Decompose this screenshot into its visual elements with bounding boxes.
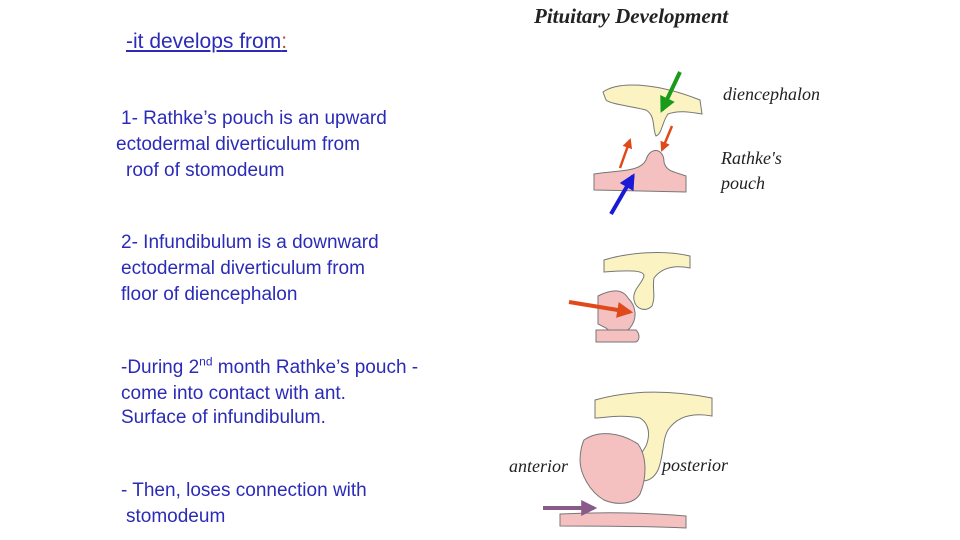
label-diencephalon: diencephalon xyxy=(723,84,820,104)
point-2-line-3: floor of diencephalon xyxy=(121,284,298,305)
point-3-line-1: -During 2nd month Rathke’s pouch - xyxy=(121,355,418,381)
stage-2 xyxy=(568,252,691,343)
label-anterior: anterior xyxy=(509,456,569,476)
stomodeum-roof-1 xyxy=(593,150,687,193)
point-3-pre: -During 2 xyxy=(121,357,200,378)
stage-1 xyxy=(593,71,703,216)
infundibulum-shape-3 xyxy=(594,391,713,482)
infundibulum-shape-2 xyxy=(603,252,691,310)
point-3-line-2: come into contact with ant. xyxy=(121,383,346,404)
heading: -it develops from: xyxy=(126,30,287,54)
diencephalon-shape xyxy=(602,84,703,137)
label-rathke-2: pouch xyxy=(721,173,765,193)
label-posterior: posterior xyxy=(662,455,729,475)
red-arrow-horizontal xyxy=(568,300,634,318)
heading-colon: : xyxy=(281,30,288,53)
point-3-sup: nd xyxy=(199,354,213,369)
point-4-line-1: - Then, loses connection with xyxy=(121,480,367,501)
green-arrow xyxy=(660,71,682,113)
heading-text: -it develops from xyxy=(126,30,282,53)
point-1-line-1: 1- Rathke’s pouch is an upward xyxy=(121,108,387,129)
point-3-line-3: Surface of infundibulum. xyxy=(121,407,326,428)
point-4-line-2: stomodeum xyxy=(126,506,226,527)
point-2-line-2: ectodermal diverticulum from xyxy=(121,258,365,279)
point-3-post: month Rathke’s pouch - xyxy=(212,357,419,378)
label-rathke-1: Rathke's xyxy=(721,148,782,168)
red-arrow-down xyxy=(660,125,674,152)
point-1-line-2: ectodermal diverticulum from xyxy=(116,134,360,155)
point-2-line-1: 2- Infundibulum is a downward xyxy=(121,232,379,253)
stomodeum-roof-3 xyxy=(559,512,687,529)
stage-3 xyxy=(543,391,713,529)
blue-arrow xyxy=(609,173,635,216)
stomodeum-roof-2 xyxy=(595,329,640,343)
anterior-lobe xyxy=(579,433,646,504)
figure-title: Pituitary Development xyxy=(534,4,729,28)
point-1-line-3: roof of stomodeum xyxy=(126,160,285,181)
red-arrow-up xyxy=(618,138,633,169)
